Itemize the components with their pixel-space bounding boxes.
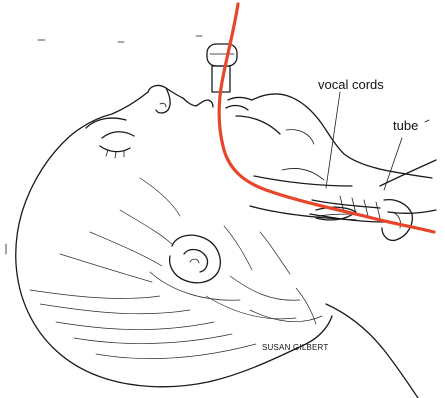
tube-label: tube [393, 118, 418, 133]
artist-credit: SUSAN GILBERT [262, 343, 328, 352]
nose [156, 88, 170, 113]
eye [86, 118, 134, 158]
vocal-cords-leader [326, 92, 340, 188]
tube-leader [384, 138, 402, 190]
hair [30, 178, 322, 359]
vocal-cords-label: vocal cords [318, 77, 384, 92]
stray-marks [38, 36, 202, 42]
ear [170, 235, 221, 283]
